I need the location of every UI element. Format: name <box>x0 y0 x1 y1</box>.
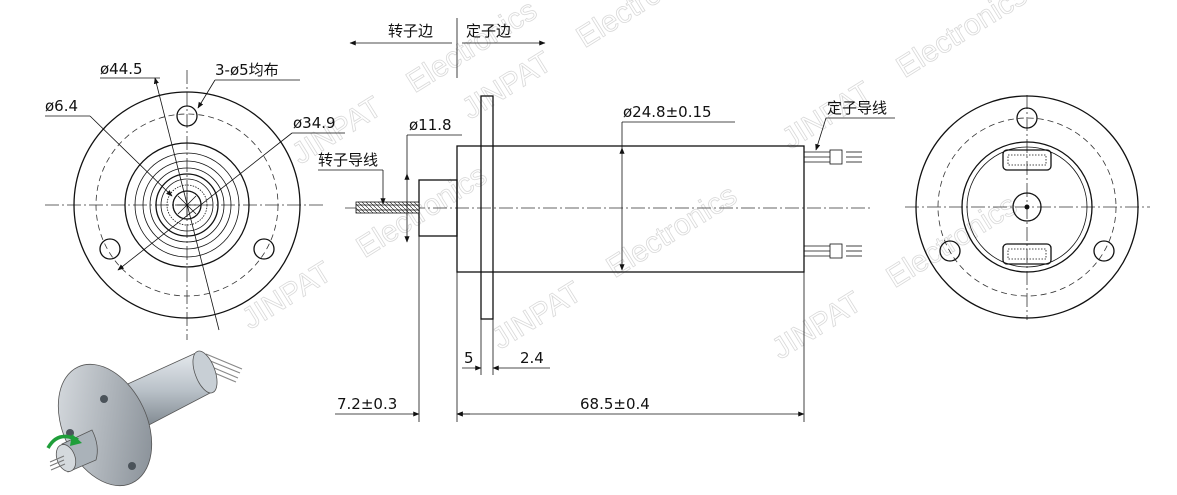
dim-2-4-label: 2.4 <box>520 349 544 367</box>
dim-7-2-label: 7.2±0.3 <box>337 395 397 413</box>
left-end-view: ø44.5 3-ø5均布 ø6.4 ø34.9 <box>45 60 345 340</box>
dim-11-8-label: ø11.8 <box>409 116 452 134</box>
isometric-view <box>46 350 243 487</box>
watermark-brand: JINPAT <box>486 276 587 356</box>
watermark-word: Electronics <box>891 0 1033 84</box>
rotor-wire-label: 转子导线 <box>318 151 378 169</box>
watermark-word: Electronics <box>571 0 713 54</box>
holes-label: 3-ø5均布 <box>215 61 279 79</box>
stator-wire-label: 定子导线 <box>827 99 887 117</box>
side-view: ø11.8 转子导线 ø24.8±0.15 定子导线 5 2.4 7.2±0.3… <box>318 95 895 422</box>
dim-34-9-label: ø34.9 <box>293 114 336 132</box>
dim-68-5-label: 68.5±0.4 <box>580 395 650 413</box>
right-end-view <box>905 95 1150 320</box>
side-marker: 转子边 定子边 <box>349 18 546 78</box>
watermark-brand: JINPAT <box>766 286 867 366</box>
dim-44-5-label: ø44.5 <box>100 60 143 78</box>
dim-6-4-label: ø6.4 <box>45 97 78 115</box>
dim-5-label: 5 <box>464 349 474 367</box>
watermark-brand: JINPAT <box>236 256 337 336</box>
stator-side-label: 定子边 <box>466 22 511 40</box>
dim-24-8-label: ø24.8±0.15 <box>623 103 712 121</box>
rotor-side-label: 转子边 <box>388 22 433 40</box>
watermark: JINPAT Electronics JINPAT Electronics JI… <box>236 0 1033 366</box>
